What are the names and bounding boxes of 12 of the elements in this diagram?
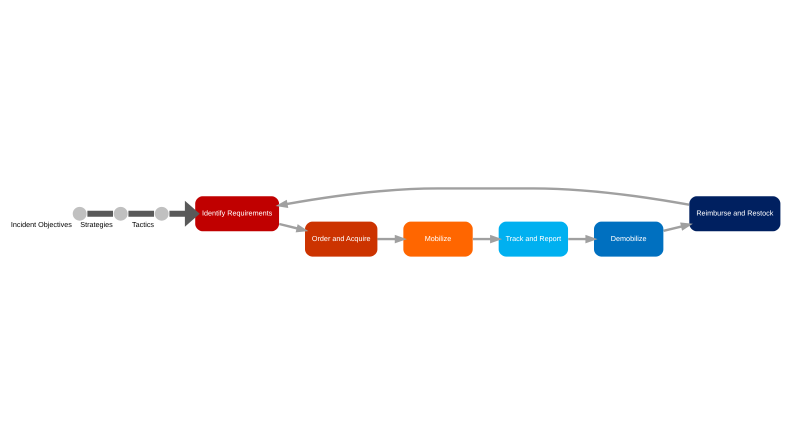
connector — [128, 210, 154, 217]
arrow — [472, 234, 502, 244]
node-circle — [112, 206, 129, 222]
arrow — [377, 234, 407, 244]
arrow — [169, 200, 200, 227]
arrow — [663, 222, 693, 232]
node-circle — [72, 206, 88, 222]
arrow — [568, 234, 598, 244]
node-circle — [154, 206, 170, 222]
arrow — [276, 187, 690, 208]
arrow — [279, 222, 308, 232]
connector — [87, 210, 114, 217]
